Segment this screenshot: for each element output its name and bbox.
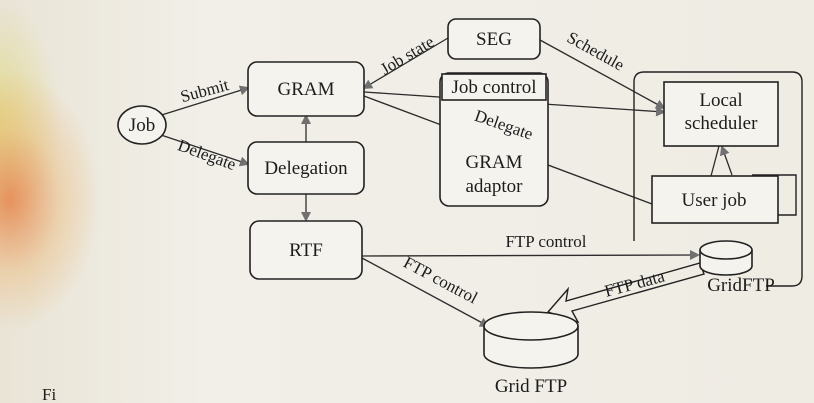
edge-userjob-scheduler — [719, 145, 733, 176]
job-control-node: Job control — [441, 73, 547, 101]
seg-node: SEG — [447, 18, 541, 60]
job-control-label: Job control — [452, 77, 537, 98]
job-node: Job — [117, 105, 167, 145]
gram-label: GRAM — [277, 79, 334, 100]
remote-site-frame — [633, 71, 803, 287]
edge-seg-localscheduler — [539, 39, 666, 109]
gram-adaptor-node: GRAM adaptor — [439, 72, 549, 207]
seg-label: SEG — [476, 29, 512, 50]
gridftp-remote-label: GridFTP — [707, 275, 775, 296]
gram-adaptor-label-1: GRAM — [465, 152, 522, 173]
job-label: Job — [129, 115, 155, 136]
edge-rtf-gridftp-remote — [361, 250, 700, 261]
ftp-control-top-label: FTP control — [505, 232, 586, 251]
edges — [151, 37, 733, 327]
schedule-label: Schedule — [564, 28, 628, 75]
local-scheduler-label-2: scheduler — [685, 113, 758, 134]
grid-ftp-label: Grid FTP — [495, 376, 567, 397]
edge-rtf-gridftp — [361, 257, 490, 327]
gram-adaptor-label-2: adaptor — [466, 176, 524, 197]
gridftp-remote-node: GridFTP — [699, 240, 775, 296]
delegation-node: Delegation — [247, 141, 365, 195]
rtf-node: RTF — [249, 220, 363, 280]
ftp-data-label: FTP data — [603, 266, 667, 300]
local-scheduler-node: Local scheduler — [663, 81, 779, 147]
user-job-node: User job — [651, 175, 779, 224]
job-state-label: Job state — [377, 32, 437, 79]
edge-seg-gram — [362, 37, 449, 90]
edge-job-delegation — [151, 131, 250, 167]
local-scheduler-label-1: Local — [699, 90, 742, 111]
edge-scheduler-userjob — [710, 145, 720, 177]
nodes: Job GRAM Delegation RTF SEG GRAM adaptor… — [117, 18, 779, 397]
ftp-control-diag-label: FTP control — [400, 253, 481, 308]
gram-node: GRAM — [247, 61, 365, 117]
edge-job-gram — [151, 85, 250, 119]
grid-ftp-node: Grid FTP — [483, 311, 579, 397]
figure-caption: Fi — [42, 385, 56, 403]
user-job-label: User job — [682, 190, 747, 211]
user-job-stack-back — [752, 174, 797, 216]
delegation-label: Delegation — [264, 158, 348, 179]
rtf-label: RTF — [289, 240, 323, 261]
delegate-job-label: Delegate — [175, 136, 238, 175]
